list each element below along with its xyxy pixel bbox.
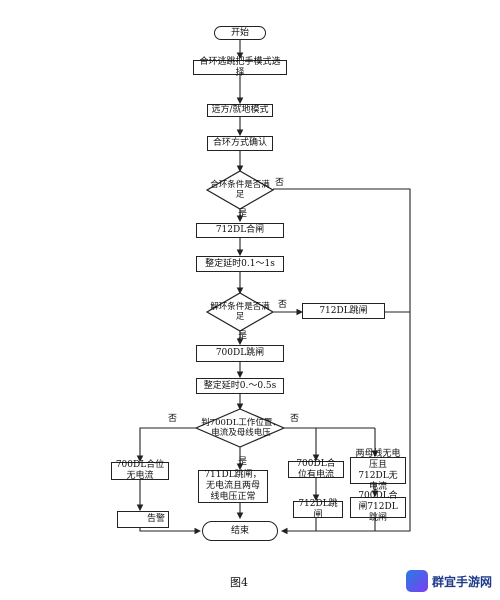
decision-close-yes-label: 是 <box>238 209 248 219</box>
step-712-trip-right: 712DL跳闸 <box>302 303 385 319</box>
watermark-text: 群宜手游网 <box>431 574 492 589</box>
decision-700-no-right-label: 否 <box>290 414 300 424</box>
right1-branch-box: 700DL合位有电流 <box>288 459 344 480</box>
decision-open-no-label: 否 <box>278 300 288 310</box>
step-700-trip: 700DL跳闸 <box>196 345 284 362</box>
decision-open-diamond <box>205 292 275 332</box>
left-branch-box: 700DL合位无电流 <box>111 460 169 481</box>
decision-open-text: 解环条件是否满足 <box>210 302 270 322</box>
step-delay2: 整定延时0.～0.5s <box>196 378 284 394</box>
start-terminal: 开始 <box>214 26 266 40</box>
figure-caption: 图4 <box>230 576 248 589</box>
decision-700-diamond <box>194 408 286 448</box>
watermark-logo-icon <box>405 570 428 592</box>
step-confirm: 合环方式确认 <box>207 136 273 151</box>
right2-branch-box: 两母线无电压且712DL无电流 <box>350 449 406 492</box>
decision-close-text: 合环条件是否满足 <box>210 180 270 200</box>
decision-close-no-label: 否 <box>275 178 285 188</box>
decision-700-yes-label: 是 <box>238 457 248 467</box>
decision-700-no-left-label: 否 <box>168 414 178 424</box>
end-terminal: 结束 <box>202 521 278 541</box>
watermark: 群宜手游网 <box>405 570 492 592</box>
left-alarm-box: 告警 <box>117 511 169 528</box>
right2-sub-box: 700DL合闸712DL跳闸 <box>350 491 406 523</box>
step-delay1: 整定延时0.1～1s <box>196 256 284 272</box>
middle-branch-box: 711DL跳闸，无电流且两母线电压正常 <box>198 470 268 503</box>
step-mode: 远方/就地模式 <box>207 104 273 117</box>
decision-close-diamond <box>205 170 275 210</box>
decision-700-text: 判700DL工作位置、电流及母线电压 <box>201 418 281 438</box>
right1-sub-box: 712DL跳闸 <box>293 499 343 520</box>
decision-open-yes-label: 是 <box>238 331 248 341</box>
step-select: 合环逃跳把手模式选择 <box>193 57 287 78</box>
step-712-close: 712DL合闸 <box>196 223 284 238</box>
